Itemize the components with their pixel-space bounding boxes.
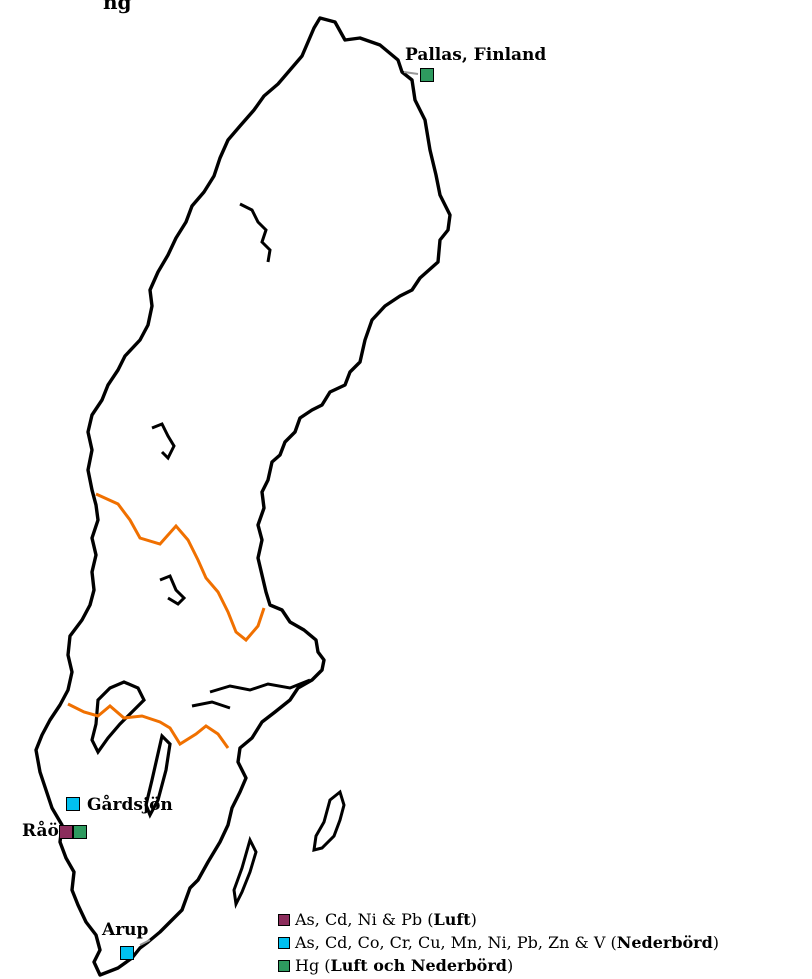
legend: As, Cd, Ni & Pb (Luft) As, Cd, Co, Cr, C… [278,908,719,977]
legend-swatch-air [278,913,290,926]
legend-text: As, Cd, Co, Cr, Cu, Mn, Ni, Pb, Zn & V ( [295,933,617,952]
island-oland [232,835,258,909]
rao-mercury-marker [73,825,87,839]
legend-swatch-precipitation [278,936,290,949]
gardsjon-label: Gårdsjön [87,795,173,815]
pallas-connector [403,71,419,75]
region-boundary-south [67,702,230,749]
rao-air-marker [59,825,73,839]
lake-malaren [191,678,311,710]
legend-item-precipitation: As, Cd, Co, Cr, Cu, Mn, Ni, Pb, Zn & V (… [278,931,719,954]
legend-bold: Nederbörd [616,933,713,952]
arup-precip-marker [120,946,134,960]
lake-1 [239,202,272,263]
legend-text: As, Cd, Ni & Pb ( [295,910,434,929]
legend-bold: Luft [433,910,471,929]
region-boundary-north [95,492,266,643]
arup-connector [139,939,151,946]
heading-fragment: ng [103,0,132,14]
sweden-border [34,16,452,977]
lake-vattern [144,732,172,819]
legend-suffix: ) [506,956,514,975]
legend-swatch-mercury [278,959,290,972]
legend-item-air: As, Cd, Ni & Pb (Luft) [278,908,719,931]
legend-text: Hg ( [295,956,331,975]
gardsjon-precip-marker [66,797,80,811]
legend-item-mercury: Hg (Luft och Nederbörd) [278,954,719,977]
legend-suffix: ) [470,910,477,929]
pallas-mercury-marker [420,68,434,82]
legend-suffix: ) [712,933,720,952]
legend-bold: Luft och Nederbörd [330,956,507,975]
arup-label: Arup [102,920,149,940]
lake-2 [151,422,176,461]
lake-3 [159,574,187,606]
pallas-label: Pallas, Finland [405,45,547,65]
island-gotland [312,789,346,852]
rao-label: Råö [22,821,59,841]
